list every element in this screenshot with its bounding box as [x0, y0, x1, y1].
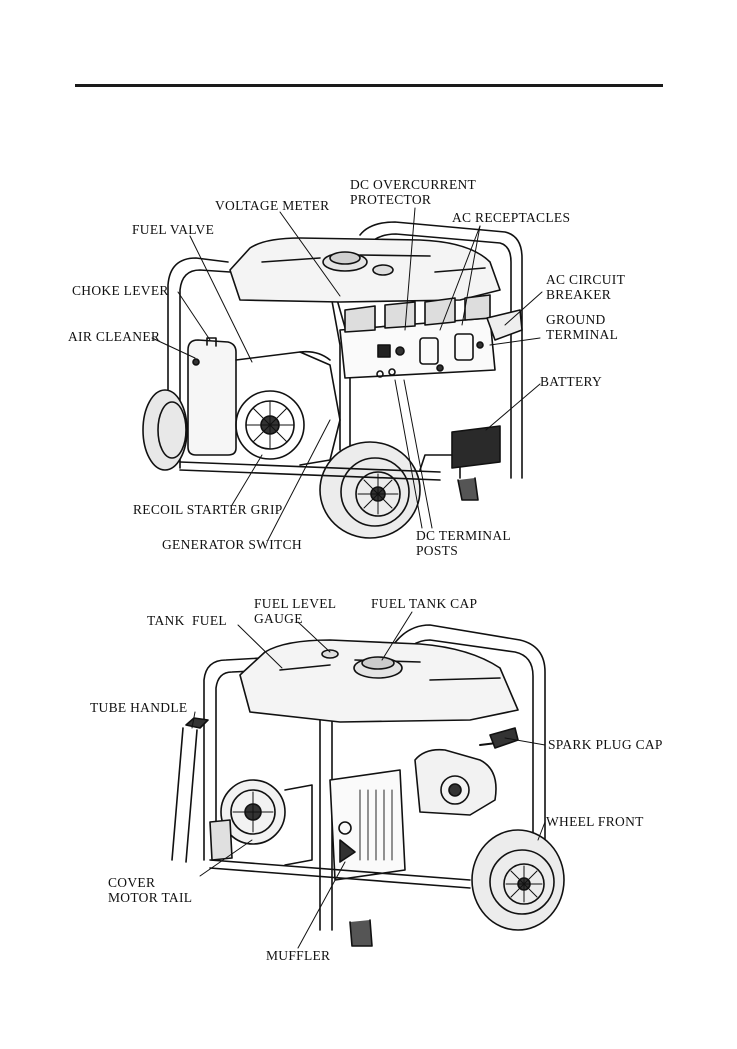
- label-line: MOTOR TAIL: [108, 890, 192, 905]
- label-line: PROTECTOR: [350, 192, 476, 207]
- label-line: TERMINAL: [546, 327, 618, 342]
- label-line: FUEL LEVEL: [254, 596, 336, 611]
- label-line: COVER: [108, 875, 192, 890]
- label-fuel-level-gauge: FUEL LEVEL GAUGE: [254, 596, 336, 626]
- label-choke-lever: CHOKE LEVER: [72, 283, 169, 298]
- label-tube-handle: TUBE HANDLE: [90, 700, 187, 715]
- label-line: GAUGE: [254, 611, 336, 626]
- label-ground-terminal: GROUND TERMINAL: [546, 312, 618, 342]
- label-air-cleaner: AIR CLEANER: [68, 329, 160, 344]
- label-line: BREAKER: [546, 287, 625, 302]
- label-line: GROUND: [546, 312, 618, 327]
- label-generator-switch: GENERATOR SWITCH: [162, 537, 302, 552]
- label-line: POSTS: [416, 543, 511, 558]
- label-fuel-valve: FUEL VALVE: [132, 222, 214, 237]
- label-cover-motor-tail: COVER MOTOR TAIL: [108, 875, 192, 905]
- label-dc-overcurrent-protector: DC OVERCURRENT PROTECTOR: [350, 177, 476, 207]
- label-voltage-meter: VOLTAGE METER: [215, 198, 329, 213]
- label-spark-plug-cap: SPARK PLUG CAP: [548, 737, 663, 752]
- label-line: DC TERMINAL: [416, 528, 511, 543]
- label-ac-receptacles: AC RECEPTACLES: [452, 210, 570, 225]
- label-dc-terminal-posts: DC TERMINAL POSTS: [416, 528, 511, 558]
- label-ac-circuit-breaker: AC CIRCUIT BREAKER: [546, 272, 625, 302]
- label-line: DC OVERCURRENT: [350, 177, 476, 192]
- label-fuel-tank-cap: FUEL TANK CAP: [371, 596, 477, 611]
- label-muffler: MUFFLER: [266, 948, 330, 963]
- label-line: AC CIRCUIT: [546, 272, 625, 287]
- label-wheel-front: WHEEL FRONT: [546, 814, 644, 829]
- label-battery: BATTERY: [540, 374, 602, 389]
- label-recoil-starter-grip: RECOIL STARTER GRIP: [133, 502, 283, 517]
- label-tank-fuel: TANK FUEL: [147, 613, 227, 628]
